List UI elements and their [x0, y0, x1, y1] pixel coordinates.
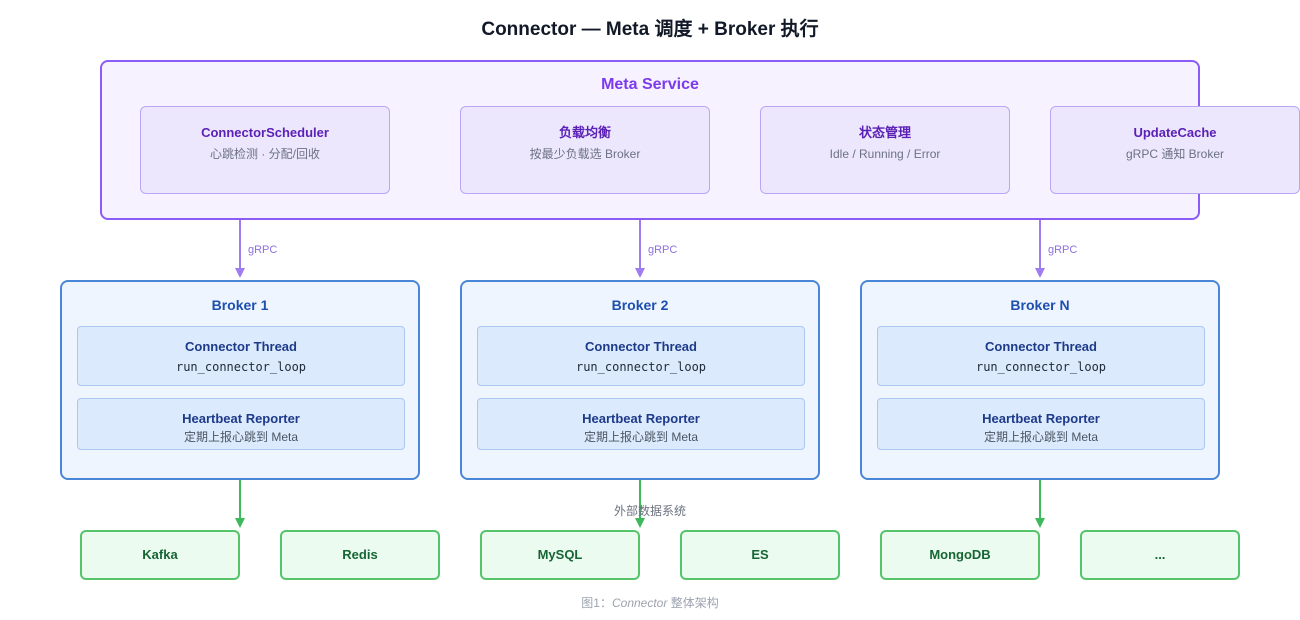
- heartbeat-reporter-title: Heartbeat Reporter: [582, 411, 700, 426]
- connector-thread-title: Connector Thread: [985, 339, 1097, 354]
- broker-title: Broker 1: [211, 297, 269, 313]
- meta-service-title: Meta Service: [601, 76, 699, 93]
- connector-thread-title: Connector Thread: [185, 339, 297, 354]
- card-title: ConnectorScheduler: [201, 125, 329, 140]
- card-subtitle: 心跳检测 · 分配/回收: [210, 147, 320, 161]
- external-system-more: ...: [1080, 530, 1240, 580]
- external-system-mongodb: MongoDB: [880, 530, 1040, 580]
- heartbeat-reporter-title: Heartbeat Reporter: [182, 411, 300, 426]
- card-subtitle: gRPC 通知 Broker: [1125, 147, 1225, 161]
- card-title: 负载均衡: [558, 125, 611, 140]
- connector-thread-function: run_connector_loop: [175, 360, 307, 374]
- heartbeat-reporter-subtitle: 定期上报心跳到 Meta: [983, 430, 1098, 444]
- external-systems-label: 外部数据系统: [613, 504, 686, 518]
- connector-thread-box: Connector Thread run_connector_loop: [477, 326, 805, 386]
- grpc-label-3: gRPC: [1048, 244, 1078, 256]
- connector-thread-box: Connector Thread run_connector_loop: [877, 326, 1205, 386]
- update-cache-card: UpdateCache gRPC 通知 Broker: [1050, 106, 1300, 194]
- broker-title: Broker 2: [611, 297, 669, 313]
- card-subtitle: Idle / Running / Error: [829, 147, 941, 161]
- diagram-title: Connector — Meta 调度 + Broker 执行: [481, 19, 819, 40]
- heartbeat-reporter-title: Heartbeat Reporter: [982, 411, 1100, 426]
- grpc-label-2: gRPC: [648, 244, 678, 256]
- broker-box-1: Broker 1 Connector Thread run_connector_…: [60, 280, 420, 480]
- connector-thread-box: Connector Thread run_connector_loop: [77, 326, 405, 386]
- heartbeat-reporter-box: Heartbeat Reporter 定期上报心跳到 Meta: [77, 398, 405, 450]
- heartbeat-reporter-box: Heartbeat Reporter 定期上报心跳到 Meta: [877, 398, 1205, 450]
- connector-thread-title: Connector Thread: [585, 339, 697, 354]
- state-management-card: 状态管理 Idle / Running / Error: [760, 106, 1010, 194]
- heartbeat-reporter-subtitle: 定期上报心跳到 Meta: [183, 430, 298, 444]
- external-system-redis: Redis: [280, 530, 440, 580]
- caption-suffix: 整体架构: [667, 596, 719, 610]
- load-balance-card: 负载均衡 按最少负载选 Broker: [460, 106, 710, 194]
- scheduler-card: ConnectorScheduler 心跳检测 · 分配/回收: [140, 106, 390, 194]
- broker-title: Broker N: [1010, 297, 1070, 313]
- heartbeat-reporter-subtitle: 定期上报心跳到 Meta: [583, 430, 698, 444]
- external-system-kafka: Kafka: [80, 530, 240, 580]
- broker-box-2: Broker 2 Connector Thread run_connector_…: [460, 280, 820, 480]
- figure-caption: 图1：Connector 整体架构: [0, 594, 1300, 611]
- connector-thread-function: run_connector_loop: [975, 360, 1107, 374]
- external-system-es: ES: [680, 530, 840, 580]
- heartbeat-reporter-box: Heartbeat Reporter 定期上报心跳到 Meta: [477, 398, 805, 450]
- broker-box-n: Broker N Connector Thread run_connector_…: [860, 280, 1220, 480]
- caption-prefix: 图1：: [581, 596, 612, 610]
- card-title: UpdateCache: [1133, 125, 1217, 140]
- connector-thread-function: run_connector_loop: [575, 360, 707, 374]
- card-subtitle: 按最少负载选 Broker: [529, 147, 641, 161]
- card-title: 状态管理: [858, 125, 911, 140]
- caption-italic: Connector: [611, 596, 668, 610]
- grpc-label-1: gRPC: [248, 244, 278, 256]
- external-system-mysql: MySQL: [480, 530, 640, 580]
